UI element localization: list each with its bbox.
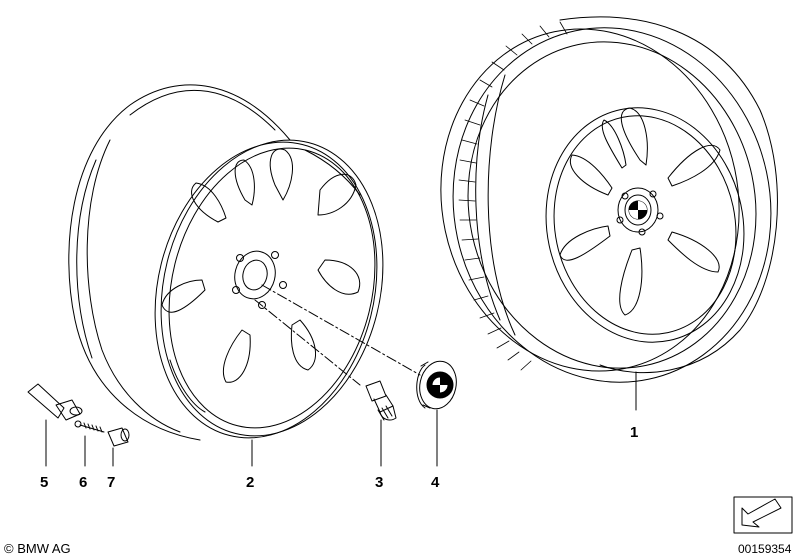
callout-label-3: 3 — [375, 474, 383, 491]
diagram-number: 00159354 — [738, 542, 792, 556]
callout-label-6: 6 — [79, 474, 87, 491]
diagram-nav-box[interactable] — [733, 496, 793, 534]
callout-label-2: 2 — [246, 474, 254, 491]
callout-label-4: 4 — [431, 474, 440, 491]
callout-label-5: 5 — [40, 474, 48, 491]
copyright-notice: © BMW AG — [4, 541, 71, 556]
assembly-alignment-lines — [254, 284, 421, 386]
callout-label-1: 1 — [630, 424, 638, 441]
valve-cap[interactable] — [27, 383, 83, 467]
hub-cap-emblem[interactable] — [415, 358, 460, 467]
valve-core[interactable] — [74, 420, 105, 467]
valve-body[interactable] — [107, 427, 130, 467]
arrow-icon — [741, 498, 782, 528]
alloy-rim[interactable] — [68, 84, 413, 467]
wheel-bolt[interactable] — [365, 380, 397, 467]
complete-wheel-assembly[interactable] — [409, 0, 799, 412]
callout-label-7: 7 — [107, 474, 115, 491]
